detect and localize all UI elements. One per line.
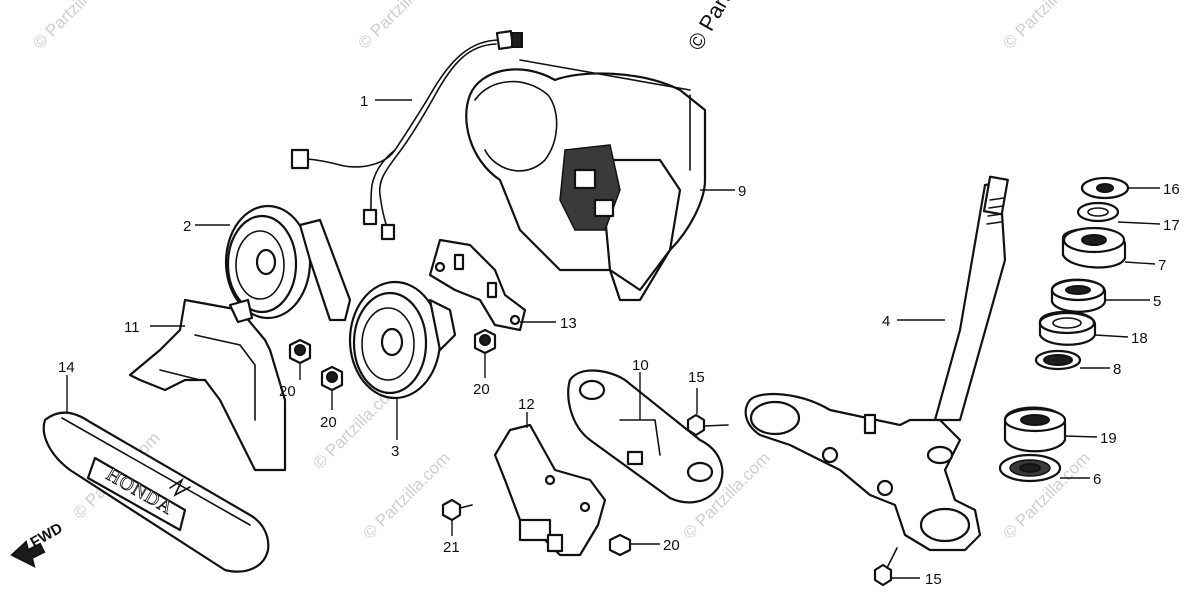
horn-upper	[195, 204, 352, 322]
watermark-text: © Partzilla.com	[354, 0, 448, 53]
watermark-text: © Partzilla.com	[29, 0, 123, 53]
meter-housing	[465, 59, 735, 302]
steering-stem	[744, 175, 1009, 552]
small-bracket	[493, 412, 607, 557]
watermark-text: © Partzilla.com	[999, 0, 1093, 53]
callout-4: 4	[882, 313, 890, 330]
callout-15: 15	[688, 369, 705, 386]
bolt-group	[686, 388, 920, 587]
watermark-corner: © Partzilla.com	[683, 0, 779, 55]
callout-12: 12	[518, 396, 535, 413]
screw-21	[441, 498, 473, 536]
callout-2: 2	[183, 218, 191, 235]
callout-13: 13	[560, 315, 577, 332]
meter-bracket	[567, 369, 724, 504]
callout-7: 7	[1158, 257, 1166, 274]
callout-8: 8	[1113, 361, 1121, 378]
callout-18: 18	[1131, 330, 1148, 347]
horn-bracket	[428, 238, 556, 332]
callout-20: 20	[279, 383, 296, 400]
callout-14: 14	[58, 359, 75, 376]
callout-9: 9	[738, 183, 746, 200]
callout-5: 5	[1153, 293, 1161, 310]
callout-15: 15	[925, 571, 942, 588]
lower-bracket	[128, 298, 287, 472]
wire-harness	[290, 30, 523, 241]
callout-20: 20	[473, 381, 490, 398]
bearing-stack	[998, 176, 1161, 483]
horn-lower	[348, 280, 457, 440]
callout-19: 19	[1100, 430, 1117, 447]
nut-group	[288, 328, 660, 557]
callout-labels: 1 2 3 4 5 6 7 8 9 10 11 12 13 14 15 15 1…	[58, 93, 1180, 588]
forward-direction-label: FWD	[28, 520, 66, 552]
callout-3: 3	[391, 443, 399, 460]
watermark-text: © Partzilla.com	[359, 448, 453, 542]
callout-11: 11	[124, 319, 140, 336]
callout-16: 16	[1163, 181, 1180, 198]
callout-20: 20	[663, 537, 680, 554]
callout-6: 6	[1093, 471, 1101, 488]
callout-10: 10	[632, 357, 649, 374]
callout-21: 21	[443, 539, 460, 556]
forward-direction-arrow: FWD	[10, 520, 66, 568]
callout-17: 17	[1163, 217, 1180, 234]
callout-20: 20	[320, 414, 337, 431]
callout-1: 1	[360, 93, 368, 110]
